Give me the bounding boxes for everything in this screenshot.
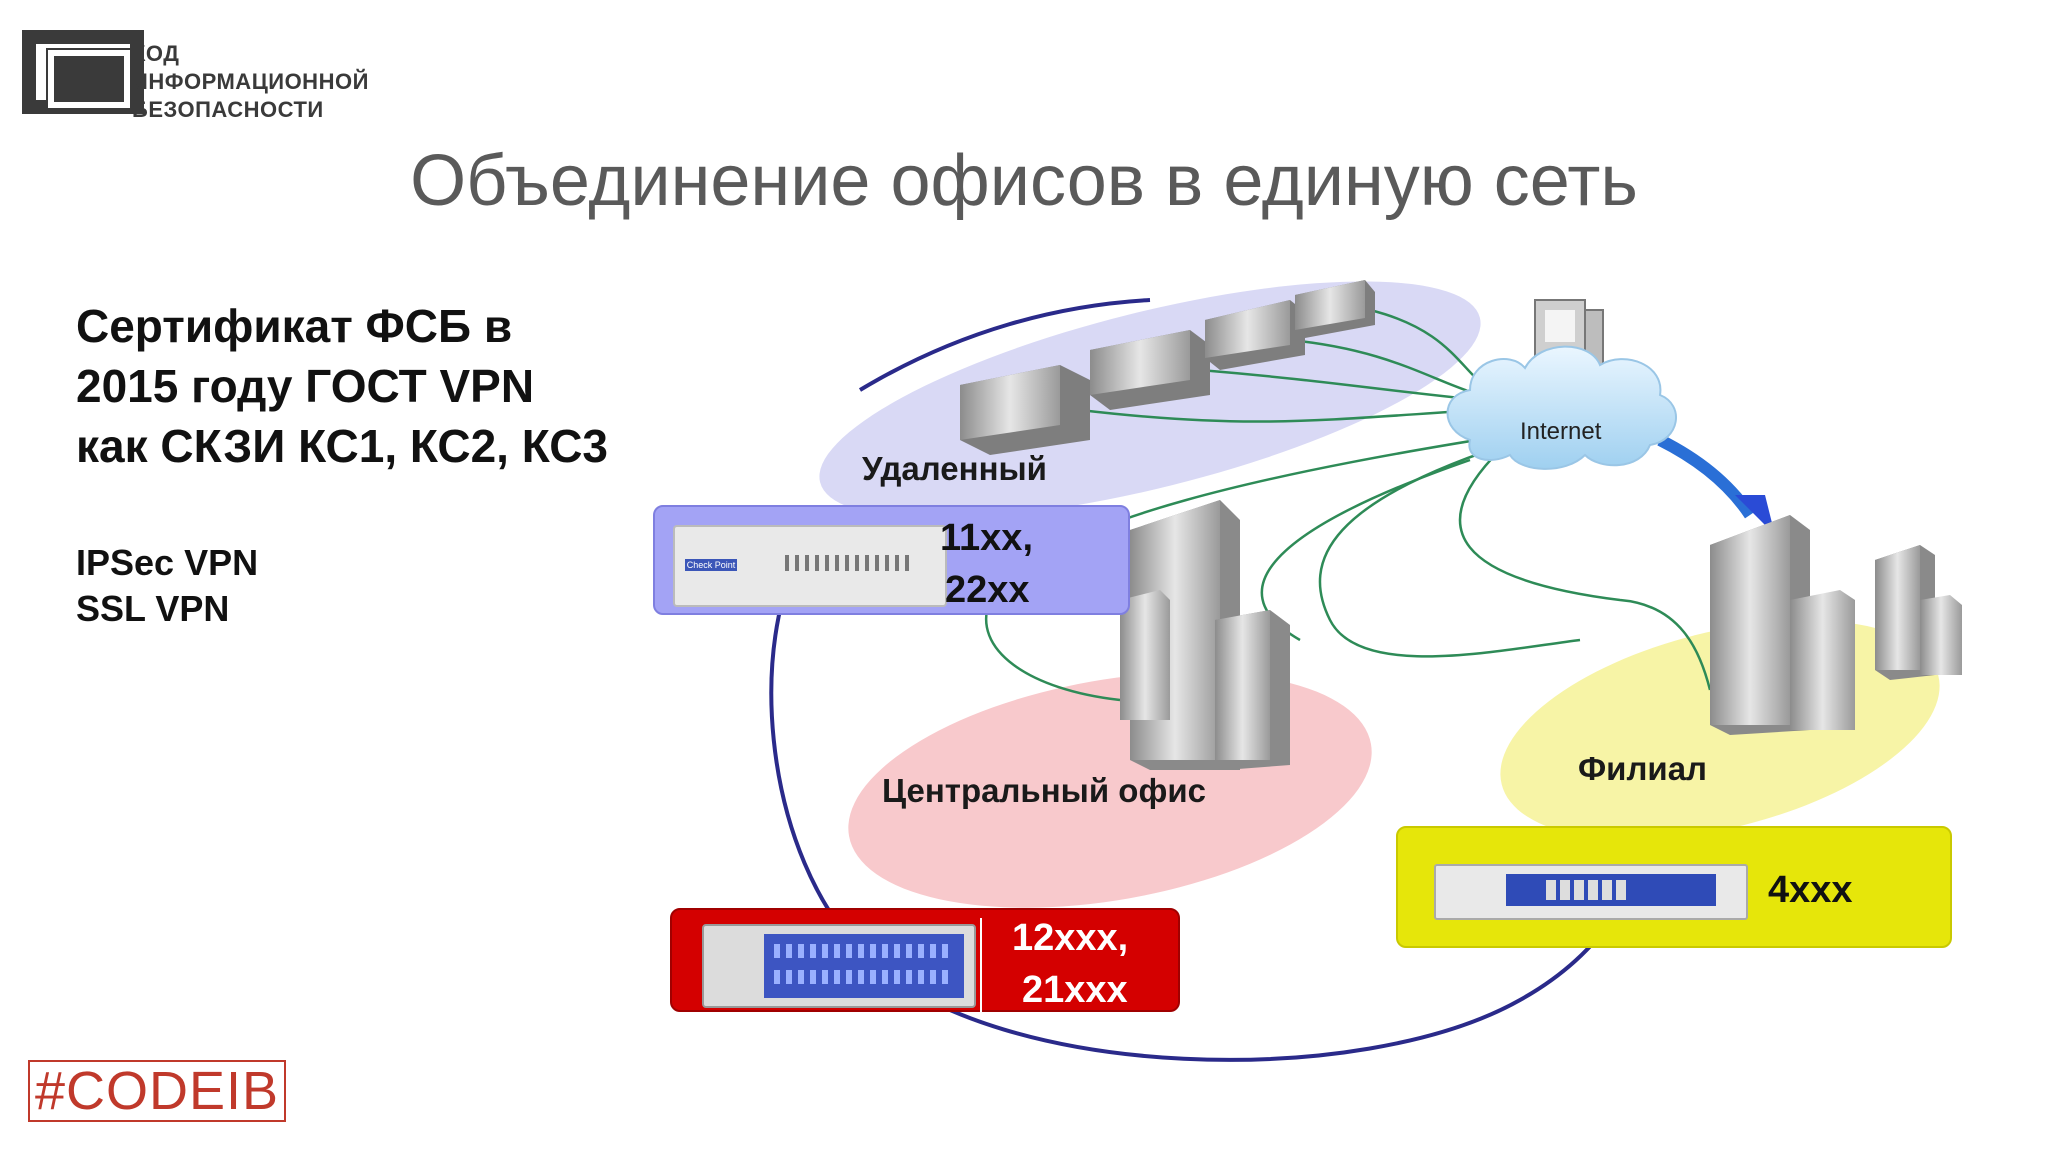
brand-badge: Check Point — [685, 559, 737, 571]
central-model-line: 12xxx, — [1012, 917, 1129, 959]
logo-line: БЕЗОПАСНОСТИ — [132, 97, 324, 122]
hashtag-badge: #CODEIB — [28, 1060, 286, 1122]
protocol-list: IPSec VPN SSL VPN — [76, 540, 258, 632]
branch-buildings — [1710, 515, 1962, 735]
remote-office-buildings — [960, 280, 1375, 455]
internet-to-branch-arrow — [1657, 434, 1755, 519]
remote-model-line: 22xx — [945, 569, 1030, 611]
network-ring-top — [858, 298, 1151, 392]
appliance-rack-image — [1434, 864, 1748, 920]
slide-title: Объединение офисов в единую сеть — [410, 141, 1638, 221]
logo-line: ИНФОРМАЦИОННОЙ — [132, 69, 369, 94]
remote-device-card: Check Point 11xx, 22xx — [653, 505, 1130, 615]
cert-line: как СКЗИ КС1, КС2, КС3 — [76, 420, 609, 472]
branch-label: Филиал — [1578, 750, 1708, 787]
branch-device-card: 4xxx — [1396, 826, 1952, 948]
model-frame — [980, 918, 1182, 1016]
logo-mark — [22, 30, 144, 114]
appliance-small-image: Check Point — [673, 525, 947, 607]
cert-line: 2015 году ГОСТ VPN — [76, 360, 535, 412]
port-strip — [1546, 880, 1626, 900]
protocol-item: SSL VPN — [76, 588, 230, 629]
central-device-card: 12xxx, 21xxx — [670, 908, 1182, 1016]
cert-line: Сертификат ФСБ в — [76, 300, 513, 352]
internet-cloud-icon — [1446, 345, 1677, 470]
central-model-line: 21xxx — [1022, 969, 1128, 1011]
logo-text: КОД ИНФОРМАЦИОННОЙ БЕЗОПАСНОСТИ — [132, 40, 369, 124]
port-strip — [774, 944, 954, 958]
protocol-item: IPSec VPN — [76, 542, 259, 583]
central-office-label: Центральный офис — [882, 772, 1206, 809]
appliance-large-image — [702, 924, 976, 1008]
branch-model: 4xxx — [1768, 869, 1853, 911]
central-office-buildings — [1120, 500, 1290, 770]
internet-label: Internet — [1520, 418, 1602, 445]
port-strip — [774, 970, 954, 984]
remote-office-label: Удаленный — [862, 450, 1047, 487]
network-ring — [769, 518, 1652, 1062]
certification-text: Сертификат ФСБ в 2015 году ГОСТ VPN как … — [76, 296, 608, 476]
port-strip — [785, 555, 915, 571]
remote-model-line: 11xx, — [940, 517, 1033, 559]
logo-line: КОД — [132, 41, 180, 66]
